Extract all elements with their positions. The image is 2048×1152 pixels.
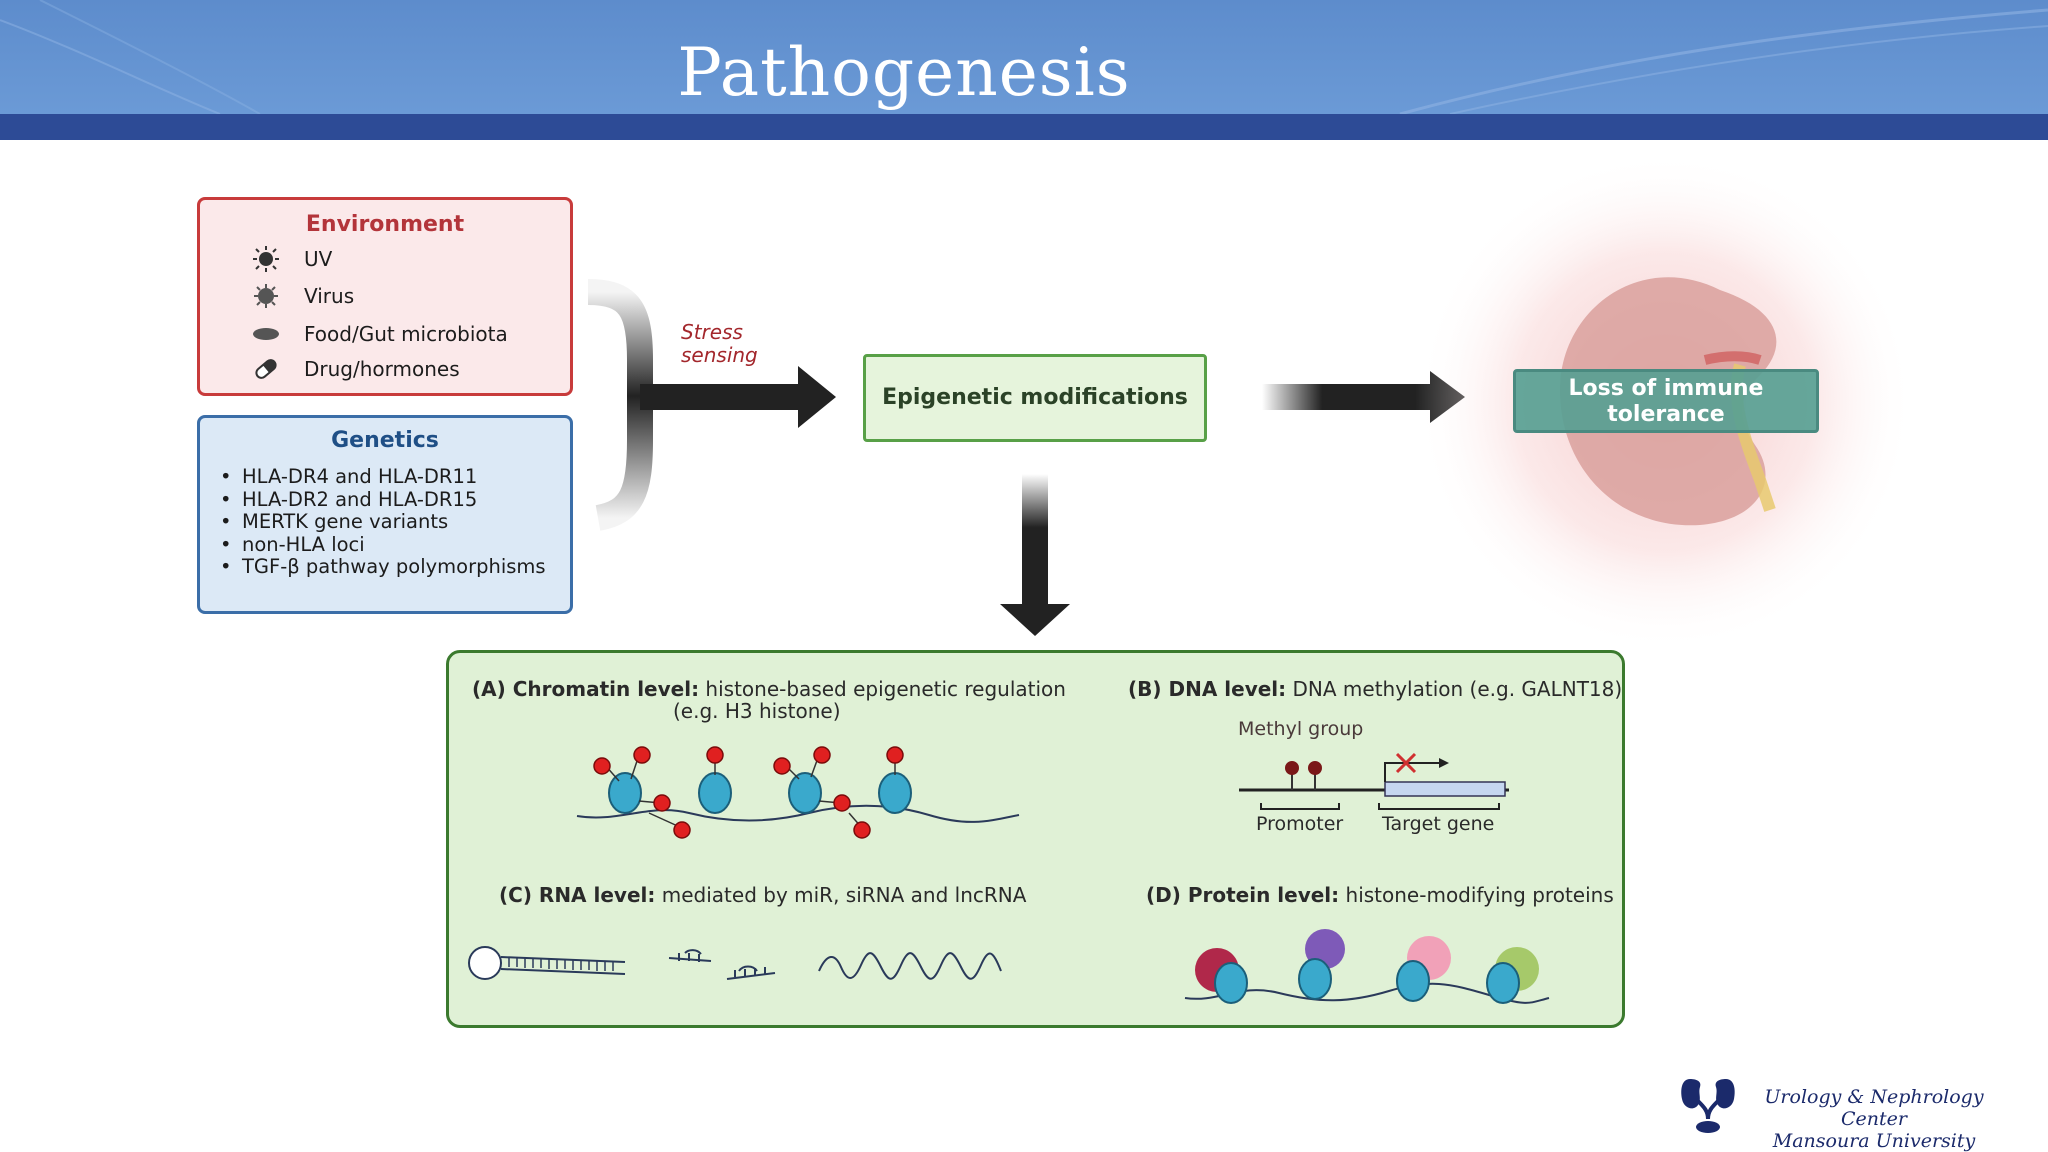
genetics-item: non-HLA loci <box>214 533 546 557</box>
merge-bracket-upper <box>587 279 653 396</box>
genetics-item: HLA-DR4 and HLA-DR11 <box>214 465 546 489</box>
outcome-line2: tolerance <box>1607 402 1725 427</box>
merge-arrow-shaft <box>640 384 800 410</box>
virus-icon <box>254 284 278 308</box>
environment-item-drug: Drug/hormones <box>304 357 460 381</box>
slide-title: Pathogenesis <box>677 34 1131 111</box>
genetics-title: Genetics <box>331 428 439 453</box>
kidney-logo-icon <box>1681 1079 1735 1133</box>
dna-methylation-illustration <box>1239 752 1509 810</box>
genetics-item: MERTK gene variants <box>214 511 546 534</box>
merge-arrow-head <box>798 366 836 428</box>
protein-illustration <box>1184 929 1550 1004</box>
loss-of-immune-tolerance-label: Loss of immune tolerance <box>1516 376 1816 428</box>
header-swoosh-decoration <box>0 0 2048 114</box>
epigenetic-modifications-box: Epigenetic modifications <box>863 354 1207 442</box>
rna-illustration <box>468 946 1002 980</box>
outcome-line1: Loss of immune <box>1568 376 1764 401</box>
environment-item-uv: UV <box>304 247 333 271</box>
renal-vessel <box>1703 351 1762 365</box>
chromatin-level-bold: (A) Chromatin level: <box>472 677 700 701</box>
environment-item-virus: Virus <box>304 284 355 308</box>
rna-level-heading: (C) RNA level: mediated by miR, siRNA an… <box>499 883 1026 907</box>
chromatin-level-example: (e.g. H3 histone) <box>673 699 841 723</box>
environment-box: Environment UV Virus Food/Gut microbiota… <box>197 197 573 396</box>
genetics-list: HLA-DR4 and HLA-DR11 HLA-DR2 and HLA-DR1… <box>214 465 546 579</box>
dna-level-heading: (B) DNA level: DNA methylation (e.g. GAL… <box>1128 677 1622 701</box>
environment-item-food: Food/Gut microbiota <box>304 322 508 346</box>
protein-level-text: histone-modifying proteins <box>1339 883 1614 907</box>
rna-level-bold: (C) RNA level: <box>499 883 656 907</box>
merge-bracket-lower <box>595 396 653 531</box>
panel-illustrations <box>468 746 1550 1004</box>
environment-title: Environment <box>305 212 465 237</box>
rna-level-text: mediated by miR, siRNA and lncRNA <box>655 883 1027 907</box>
institution-name: Urology & Nephrology Center Mansoura Uni… <box>1743 1086 2005 1152</box>
header-stripe <box>0 114 2048 140</box>
down-arrow-head <box>1000 604 1070 636</box>
stress-sensing-line2: sensing <box>681 343 758 367</box>
uv-icon <box>253 246 279 272</box>
promoter-label: Promoter <box>1256 813 1344 835</box>
genetics-item: TGF-β pathway polymorphisms <box>214 556 546 579</box>
pill-icon <box>255 359 277 379</box>
header-banner <box>0 0 2048 114</box>
target-gene-label: Target gene <box>1382 813 1495 835</box>
chromatin-level-heading: (A) Chromatin level: histone-based epige… <box>472 677 1066 701</box>
stress-sensing-label: Stress sensing <box>681 321 758 367</box>
loss-of-immune-tolerance-box: Loss of immune tolerance <box>1513 369 1819 433</box>
outcome-arrow-shaft <box>1262 384 1434 410</box>
institution-line1: Urology & Nephrology Center <box>1764 1086 1984 1130</box>
methyl-group-label: Methyl group <box>1238 718 1364 740</box>
chromatin-illustration <box>576 746 1020 839</box>
protein-level-bold: (D) Protein level: <box>1146 883 1340 907</box>
gut-microbiota-icon <box>253 328 279 340</box>
epigenetic-levels-panel: (A) Chromatin level: histone-based epige… <box>446 650 1625 1028</box>
chromatin-level-text: histone-based epigenetic regulation <box>699 677 1066 701</box>
down-arrow-shaft <box>1022 474 1048 608</box>
institution-line2: Mansoura University <box>1772 1130 1976 1152</box>
dna-level-bold: (B) DNA level: <box>1128 677 1287 701</box>
epigenetic-modifications-label: Epigenetic modifications <box>882 385 1188 410</box>
outcome-arrow-head <box>1430 371 1465 423</box>
genetics-box: Genetics HLA-DR4 and HLA-DR11 HLA-DR2 an… <box>197 415 573 614</box>
stress-sensing-line1: Stress <box>681 320 743 344</box>
dna-level-text: DNA methylation (e.g. GALNT18) <box>1286 677 1623 701</box>
genetics-item: HLA-DR2 and HLA-DR15 <box>214 488 546 512</box>
protein-level-heading: (D) Protein level: histone-modifying pro… <box>1146 883 1614 907</box>
